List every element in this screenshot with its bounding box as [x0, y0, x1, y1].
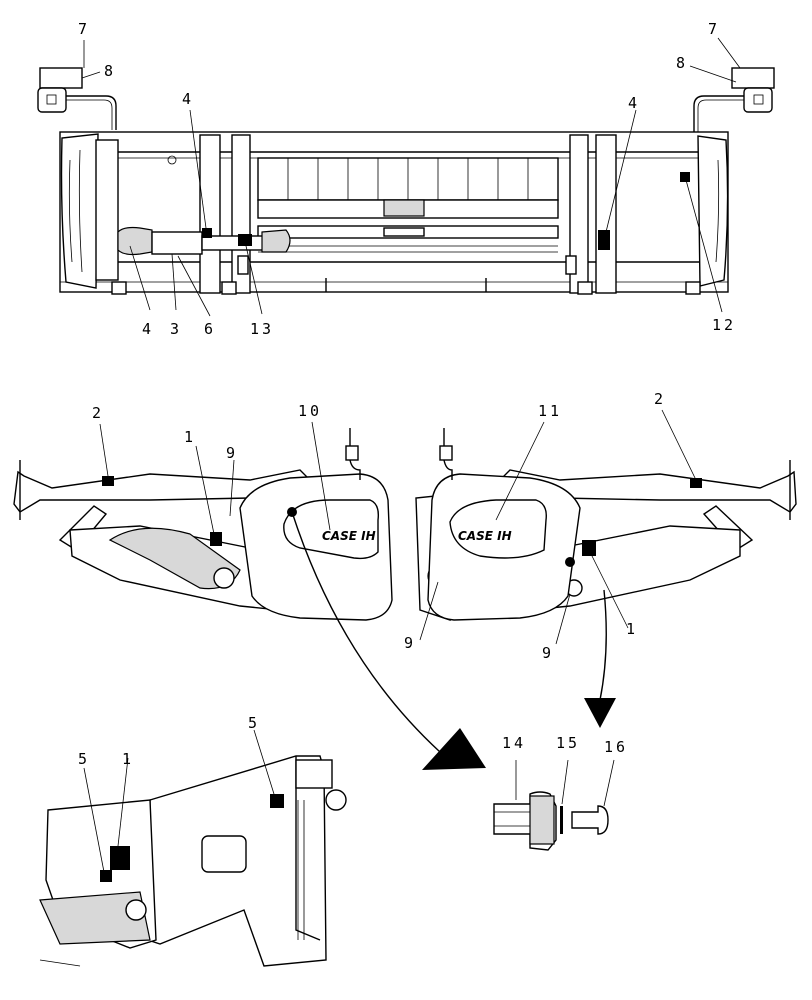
left-endshield-view: CASE IH	[13, 428, 393, 621]
left-shield-logo: CASE IH	[322, 529, 376, 543]
hardware-parts	[493, 759, 615, 851]
right-work-light	[693, 67, 775, 135]
driveshaft	[117, 226, 291, 256]
decal-4-right	[598, 230, 610, 250]
right-shield-logo: CASE IH	[458, 529, 512, 543]
left-work-light	[37, 67, 117, 130]
mid-leaders	[99, 409, 697, 645]
detail-arrow-left	[291, 511, 486, 770]
top-leaders	[81, 37, 741, 317]
decal-12	[680, 172, 690, 182]
gearbox-detail-view	[39, 755, 347, 967]
header-top-view	[37, 67, 775, 295]
detail-arrow-right	[584, 589, 616, 728]
decal-4-left	[202, 228, 212, 238]
detail-leaders	[83, 729, 275, 873]
washer-15	[560, 806, 563, 834]
right-endshield-view: CASE IH	[415, 428, 797, 621]
decal-13	[238, 234, 252, 246]
